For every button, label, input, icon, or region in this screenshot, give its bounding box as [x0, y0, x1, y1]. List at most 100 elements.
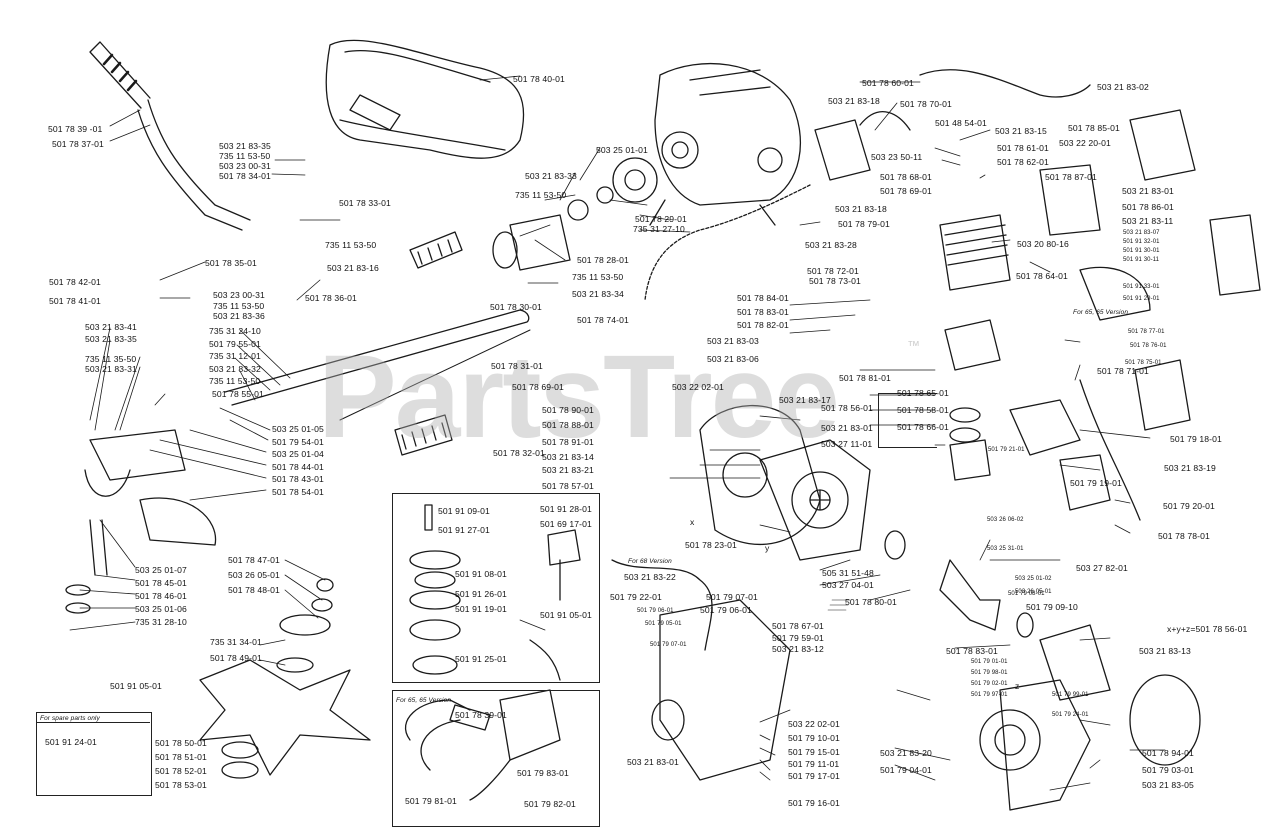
part-number-label: 501 79 07-01: [706, 592, 758, 602]
part-number-label: 503 21 83-35: [219, 141, 271, 151]
part-number-label: 501 79 03-01: [1142, 765, 1194, 775]
crankcase-drawing: [699, 404, 871, 561]
part-number-label: 735 11 53-50: [572, 272, 624, 282]
part-number-label: 503 21 83-05: [1142, 780, 1194, 790]
part-number-label: 501 78 42-01: [49, 277, 101, 287]
part-number-label: 501 78 39-01: [455, 710, 507, 720]
part-number-label: 503 21 83-18: [835, 204, 887, 214]
part-number-label: 501 78 78-01: [1158, 531, 1210, 541]
part-number-label: 501 78 94-01: [1142, 748, 1194, 758]
part-number-label: 501 78 53-01: [155, 780, 207, 790]
part-number-label: 501 78 90-01: [542, 405, 594, 415]
part-number-label: 501 79 16-01: [788, 798, 840, 808]
part-number-label: 503 21 83-06: [707, 354, 759, 364]
part-number-label: 501 78 49-01: [210, 653, 262, 663]
part-number-small-label: 501 79 02-01: [971, 681, 1008, 687]
part-number-label: 501 78 33-01: [339, 198, 391, 208]
crankshaft-drawing: [884, 530, 1034, 638]
part-number-label: 501 78 39 -01: [48, 124, 103, 134]
part-number-label: 501 78 79-01: [838, 219, 890, 229]
part-number-label: 501 78 57-01: [542, 481, 594, 491]
part-number-label: 501 91 09-01: [438, 506, 490, 516]
version-note-fc: For 65, 65 Version: [1073, 309, 1129, 316]
part-number-label: 501 78 43-01: [272, 474, 324, 484]
part-number-label: 501 78 91-01: [542, 437, 594, 447]
part-number-label: 735 31 12-01: [209, 351, 261, 361]
part-number-label: 501 78 34-01: [219, 171, 271, 181]
part-number-label: 501 78 73-01: [809, 276, 861, 286]
part-number-label: 503 21 83-22: [624, 572, 676, 582]
part-number-label: 503 21 83-31: [85, 364, 137, 374]
trimmer-head-drawing: [409, 504, 581, 681]
part-number-label: 503 21 83-21: [542, 465, 594, 475]
clutch-housing-drawing: [492, 157, 658, 271]
part-number-label: 501 79 82-01: [524, 799, 576, 809]
part-number-label: 503 25 01-04: [272, 449, 324, 459]
part-number-label: 501 78 67-01: [772, 621, 824, 631]
part-number-label: 501 78 31-01: [491, 361, 543, 371]
watermark-trademark: ™: [907, 338, 920, 353]
part-number-small-label: 501 79 97-01: [971, 692, 1008, 698]
part-number-label: 503 21 83-41: [85, 322, 137, 332]
watermark: PartsTree: [318, 331, 840, 463]
part-number-label: 501 78 23-01: [685, 540, 737, 550]
part-number-label: 501 79 55-01: [209, 339, 261, 349]
part-number-label: 501 91 05-01: [540, 610, 592, 620]
part-number-small-label: 501 79 01-01: [971, 659, 1008, 665]
part-number-label: 501 78 32-01: [493, 448, 545, 458]
part-number-small-label: 501 91 33-01: [1123, 284, 1160, 290]
part-number-label: 501 79 54-01: [272, 437, 324, 447]
part-number-label: 503 23 00-31: [213, 290, 265, 300]
part-number-label: 501 91 24-01: [45, 737, 97, 747]
spare-parts-box: [36, 712, 152, 796]
part-number-label: 503 21 83-01: [1122, 186, 1174, 196]
part-number-label: 501 79 17-01: [788, 771, 840, 781]
part-number-label: 501 78 83-01: [946, 646, 998, 656]
part-number-label: 503 21 83-36: [213, 311, 265, 321]
part-number-label: 735 11 53-50: [515, 190, 567, 200]
part-number-label: 501 78 87-01: [1045, 172, 1097, 182]
ignition-drawing: [611, 69, 1091, 651]
part-number-label: 503 21 83-11: [1122, 216, 1174, 226]
part-number-label: 505 31 51-48: [822, 568, 874, 578]
part-number-label: 735 31 24-10: [209, 326, 261, 336]
part-number-label: 501 79 09-10: [1026, 602, 1078, 612]
part-number-label: 503 25 01-06: [135, 604, 187, 614]
part-number-label: 503 21 83-15: [995, 126, 1047, 136]
part-number-label: 503 27 11-01: [821, 439, 873, 449]
part-number-label: 501 78 74-01: [577, 315, 629, 325]
part-number-label: 735 31 34-01: [210, 637, 262, 647]
part-number-label: 503 21 83-03: [707, 336, 759, 346]
part-number-label: 501 78 40-01: [513, 74, 565, 84]
cylinder-drawing: [939, 214, 1011, 481]
part-number-label: 503 23 00-31: [219, 161, 271, 171]
part-number-label: 501 78 48-01: [228, 585, 280, 595]
handle-bar-drawing: [89, 41, 251, 231]
part-number-label: 501 79 06-01: [700, 605, 752, 615]
part-number-small-label: 503 25 31-01: [987, 546, 1024, 552]
part-number-label: 501 78 72-01: [807, 266, 859, 276]
part-number-label: 501 78 68-01: [880, 172, 932, 182]
part-number-label: 735 11 53-50: [325, 240, 377, 250]
letter-x: x: [690, 517, 695, 527]
part-number-label: 501 78 35-01: [205, 258, 257, 268]
part-number-label: 501 78 66-01: [897, 422, 949, 432]
part-number-label: 503 22 20-01: [1059, 138, 1111, 148]
part-number-label: 501 78 37-01: [52, 139, 104, 149]
part-number-label: 501 78 46-01: [135, 591, 187, 601]
part-number-label: 501 79 15-01: [788, 747, 840, 757]
part-number-label: 501 91 25-01: [455, 654, 507, 664]
part-number-label: 501 78 70-01: [900, 99, 952, 109]
part-number-label: 735 11 53-50: [219, 151, 271, 161]
part-number-label: 501 79 83-01: [517, 768, 569, 778]
part-number-label: 501 91 26-01: [455, 589, 507, 599]
part-number-label: 501 91 28-01: [540, 504, 592, 514]
part-number-label: 501 79 22-01: [610, 592, 662, 602]
carburetor-drawing: [1009, 359, 1191, 521]
part-number-label: 503 21 83-33: [525, 171, 577, 181]
version-note-fc2: For 68 Version: [628, 558, 672, 565]
part-number-label: 501 78 45-01: [135, 578, 187, 588]
part-number-label: 503 25 01-07: [135, 565, 187, 575]
letter-y: y: [765, 543, 770, 553]
